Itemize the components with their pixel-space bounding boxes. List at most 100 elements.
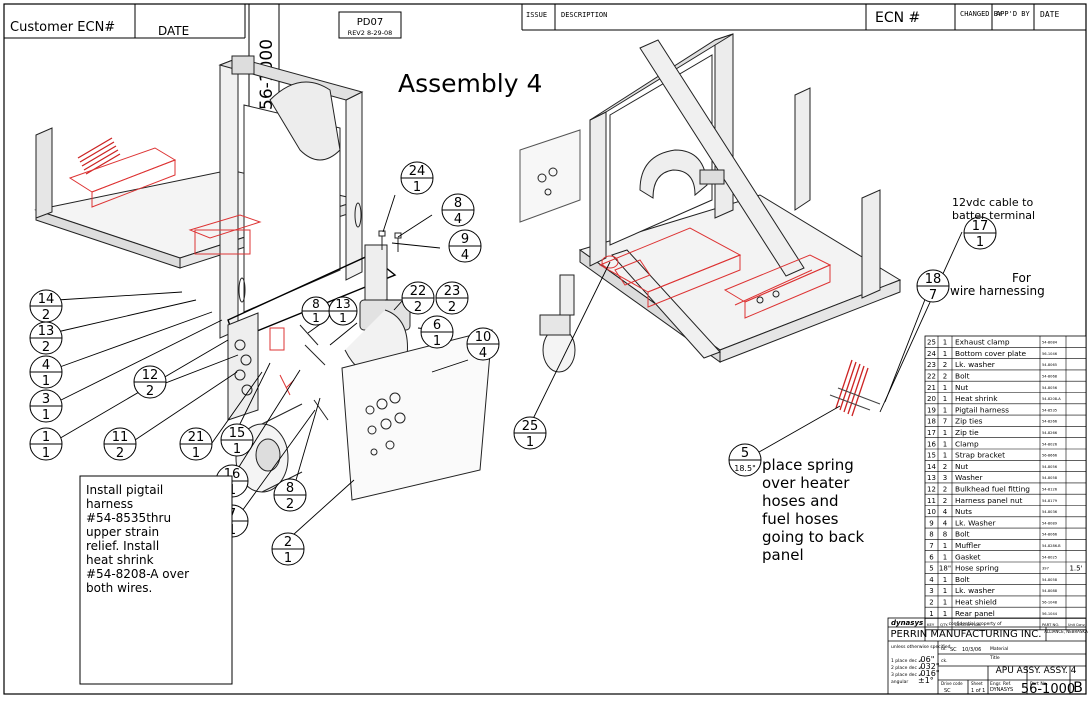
right-assembly-illustration xyxy=(519,33,902,417)
tolerance-angular: ±1° xyxy=(918,676,934,685)
balloon-25: 251 xyxy=(513,416,547,450)
svg-text:SC: SC xyxy=(950,647,957,653)
svg-text:14: 14 xyxy=(38,292,55,307)
date-label: DATE xyxy=(158,24,189,38)
bom-key: 12 xyxy=(927,486,936,494)
svg-text:2: 2 xyxy=(116,446,124,461)
bom-description: Muffler xyxy=(955,541,982,550)
svg-text:panel: panel xyxy=(762,546,804,564)
svg-text:1: 1 xyxy=(42,408,50,423)
bom-qty: 4 xyxy=(943,519,948,527)
svg-text:Title: Title xyxy=(989,655,1000,661)
svg-text:4: 4 xyxy=(454,212,462,227)
svg-text:upper strain: upper strain xyxy=(86,525,159,539)
bom-key: 9 xyxy=(929,519,933,527)
svg-text:1: 1 xyxy=(42,374,50,389)
bom-part-no: 54-8088 xyxy=(1042,589,1058,593)
svg-text:8: 8 xyxy=(286,481,294,496)
bom-qty: 4 xyxy=(943,508,948,516)
svg-text:2: 2 xyxy=(42,308,50,323)
svg-text:heat shrink: heat shrink xyxy=(86,553,154,567)
svg-text:5: 5 xyxy=(741,446,749,461)
bom-part-no: 54-8068 xyxy=(1042,375,1058,379)
bom-part-no: 54-8065 xyxy=(1042,363,1057,367)
svg-text:12vdc cable to: 12vdc cable to xyxy=(952,196,1033,209)
svg-text:7: 7 xyxy=(929,288,937,303)
balloon-24: 241 xyxy=(400,161,434,195)
bom-key: 25 xyxy=(927,339,936,347)
bom-key: 21 xyxy=(927,384,936,392)
bom-key: 18 xyxy=(927,418,936,426)
confidential-text: confidential property of xyxy=(949,621,1002,627)
bom-key: 6 xyxy=(929,553,934,561)
balloon-23: 232 xyxy=(435,281,469,315)
svg-text:1: 1 xyxy=(413,180,421,195)
bom-qty: 8 xyxy=(943,531,947,539)
svg-text:1: 1 xyxy=(284,551,292,566)
svg-text:place spring: place spring xyxy=(762,456,854,474)
balloon-8-2: 82 xyxy=(273,478,307,512)
customer-ecn-label: Customer ECN# xyxy=(10,20,115,35)
bom-part-no: 54-8058 xyxy=(1042,476,1058,480)
balloon-13-2: 132 xyxy=(29,321,63,355)
spring-note: place spring over heater hoses and fuel … xyxy=(762,456,864,564)
bom-key: 2 xyxy=(929,599,933,607)
svg-text:12: 12 xyxy=(142,368,159,383)
svg-text:23: 23 xyxy=(444,284,461,299)
svg-text:13: 13 xyxy=(335,297,350,311)
bom-key: 3 xyxy=(929,587,933,595)
svg-text:ck.: ck. xyxy=(941,658,948,664)
svg-text:1: 1 xyxy=(233,442,241,457)
svg-text:1: 1 xyxy=(339,311,347,325)
bom-key: 24 xyxy=(927,350,936,358)
header-left: Customer ECN# DATE 56-1000 PD07 REV2 8-2… xyxy=(4,3,402,115)
bom-description: Clamp xyxy=(955,439,979,448)
bom-description: Bottom cover plate xyxy=(955,349,1027,358)
svg-text:fuel hoses: fuel hoses xyxy=(762,510,839,528)
bom-part-no: 54-8266 xyxy=(1042,420,1058,424)
issue-label: ISSUE xyxy=(526,11,547,19)
svg-text:13: 13 xyxy=(38,324,55,339)
bom-qty: 1 xyxy=(943,406,947,414)
balloon-15: 151 xyxy=(220,423,254,457)
bom-qty: 2 xyxy=(943,486,947,494)
title-block xyxy=(887,617,1087,695)
bom-key: 22 xyxy=(927,373,936,381)
bom-key: 14 xyxy=(927,463,936,471)
svg-text:wire harnessing: wire harnessing xyxy=(950,284,1045,298)
svg-text:2: 2 xyxy=(286,497,294,512)
svg-text:9: 9 xyxy=(461,232,469,247)
svg-text:Install pigtail: Install pigtail xyxy=(86,483,163,497)
bom-part-no: 54-8089 xyxy=(1042,521,1058,525)
appd-by-label: APP'D BY xyxy=(996,10,1031,18)
svg-text:17: 17 xyxy=(972,219,989,234)
bom-part-no: 54-8286-B xyxy=(1042,544,1061,548)
svg-text:#54-8535thru: #54-8535thru xyxy=(86,511,171,525)
svg-text:22: 22 xyxy=(410,284,427,299)
bom-key: 7 xyxy=(929,542,933,550)
bom-part-no: 54-8266 xyxy=(1042,431,1058,435)
balloon-21: 211 xyxy=(179,427,213,461)
bom-qty: 1 xyxy=(943,350,947,358)
tolerance-1: .06" xyxy=(918,655,934,664)
bom-part-no: 56-1048 xyxy=(1042,601,1058,605)
balloon-13-1: 131 xyxy=(328,296,358,326)
svg-text:1: 1 xyxy=(192,446,200,461)
changed-by-text: CHANGED BY xyxy=(960,10,1003,18)
balloon-18: 187 xyxy=(916,269,950,303)
part-balloons: 241 84 94 222 232 61 104 142 132 41 31 1… xyxy=(29,161,997,676)
bom-description: Nuts xyxy=(955,507,972,516)
svg-text:1 of 1: 1 of 1 xyxy=(971,688,985,694)
balloon-1: 11 xyxy=(29,427,63,461)
ecn-label: ECN # xyxy=(875,10,920,26)
bom-part-no: 397 xyxy=(1042,567,1049,571)
bom-qty: 1 xyxy=(943,452,947,460)
bom-description: Bolt xyxy=(955,530,970,539)
bom-part-no: 54-8026 xyxy=(1042,442,1058,446)
bom-part-no: 54-8058 xyxy=(1042,578,1058,582)
svg-text:11: 11 xyxy=(112,430,129,445)
svg-text:1: 1 xyxy=(433,334,441,349)
svg-text:2: 2 xyxy=(146,384,154,399)
svg-text:angular: angular xyxy=(891,679,908,685)
install-note-box: Install pigtail harness #54-8535thru upp… xyxy=(79,475,233,685)
